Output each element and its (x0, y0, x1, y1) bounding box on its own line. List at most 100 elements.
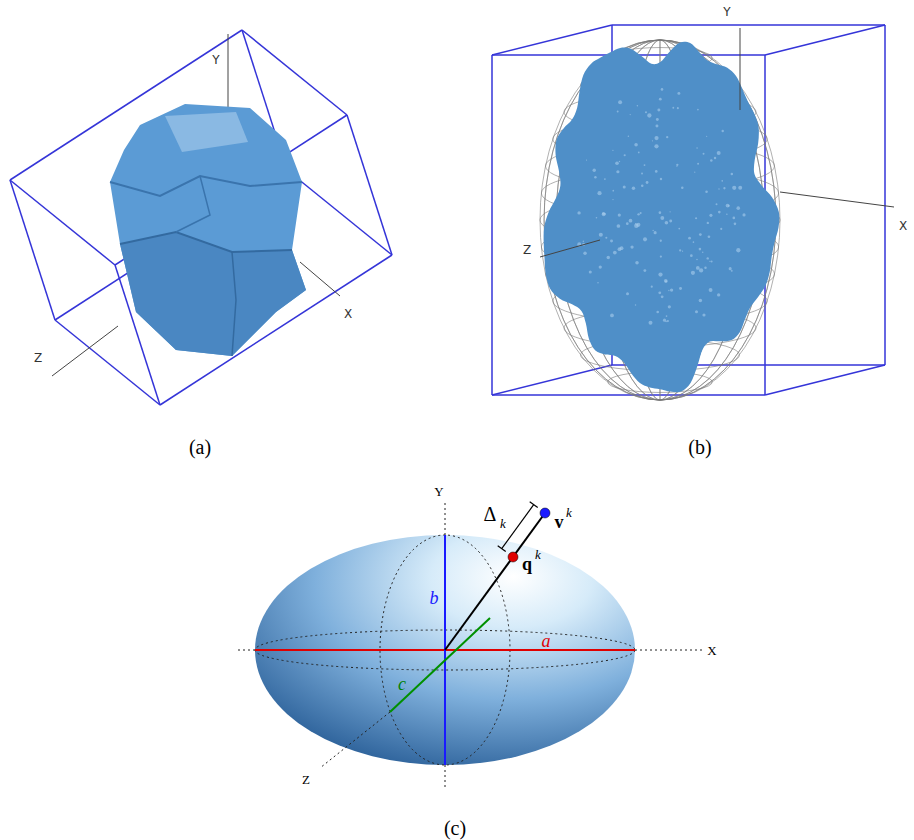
rock-speckle (657, 109, 660, 112)
box-edge (347, 115, 392, 255)
rock-speckle (679, 287, 682, 290)
rock-speckle (731, 173, 734, 176)
axis-label: Y (434, 485, 443, 498)
semi-axis-c (390, 618, 490, 712)
rock-speckle (699, 248, 702, 251)
rock-speckle (734, 223, 737, 226)
rock-speckle (659, 211, 662, 214)
rock-speckle (736, 248, 740, 252)
rock-speckle (669, 220, 672, 223)
rock-speckle (717, 151, 721, 155)
x-axis (780, 192, 894, 207)
rock-speckle (641, 173, 643, 175)
rock-speckle (583, 240, 585, 242)
rock-speckle (742, 213, 745, 216)
rock-speckle (694, 172, 695, 173)
axis-label: Z (302, 773, 310, 786)
rock-speckle (638, 152, 640, 154)
rock-speckle (617, 224, 621, 228)
rock-speckle (596, 217, 598, 219)
rock-speckle (677, 92, 680, 95)
rock-speckle (655, 125, 658, 128)
box-edge (765, 25, 885, 55)
rock-speckle (722, 130, 724, 132)
rock-speckle (652, 230, 653, 231)
rock-speckle (656, 311, 659, 314)
rock-speckle (720, 228, 722, 230)
axis-label: Z (34, 352, 42, 364)
rock-speckle (635, 304, 636, 305)
rock (544, 42, 780, 393)
rock-speckle (656, 118, 659, 121)
rock-facet (120, 232, 306, 356)
rock-speckle (624, 154, 626, 156)
rock-speckle (604, 178, 606, 180)
box-edge (765, 365, 885, 395)
rock-speckle (636, 223, 640, 227)
rock-speckle (583, 252, 587, 256)
rock-speckle (663, 319, 666, 322)
rock-speckle (630, 114, 631, 115)
rock-speckle (658, 272, 662, 276)
rock-speckle (731, 270, 733, 272)
rock-facet (165, 112, 248, 152)
rock-speckle (661, 88, 664, 91)
rock-speckle (605, 237, 607, 239)
rock-speckle (666, 136, 668, 138)
rock-speckle (610, 240, 613, 243)
rock-speckle (660, 255, 662, 257)
box-edge (55, 320, 160, 405)
rock-speckle (721, 180, 723, 182)
rock-speckle (704, 267, 707, 270)
box-edge (491, 55, 493, 395)
rock-speckle (632, 187, 635, 190)
subscript: k (500, 517, 506, 530)
rock-speckle (589, 270, 592, 273)
rock-speckle (696, 147, 697, 148)
rock-speckle (617, 111, 619, 113)
rock-speckle (669, 211, 670, 212)
rock-speckle (647, 113, 651, 117)
rock-speckle (637, 213, 639, 215)
rock-edge (232, 252, 236, 356)
z-axis-dotted (320, 712, 390, 768)
box-edge (612, 24, 885, 26)
panel-label: (b) (688, 437, 711, 457)
bracket-line (502, 505, 534, 549)
rock-edge (120, 232, 292, 252)
rock-speckle (610, 314, 614, 318)
rock-speckle (602, 212, 606, 216)
rock-speckle (707, 257, 709, 259)
rock-speckle (651, 286, 653, 288)
rock-speckle (628, 136, 629, 137)
rock-speckle (688, 237, 691, 240)
rock-speckle (732, 217, 735, 220)
rock-speckle (612, 150, 613, 151)
wire-line (540, 40, 780, 400)
rock-speckle (690, 254, 693, 257)
rock-speckle (667, 320, 669, 322)
superscript: k (566, 506, 572, 519)
rock-speckle (594, 176, 596, 178)
rock-speckle (711, 260, 713, 262)
x-axis-dotted (635, 650, 702, 651)
rock-speckle (665, 280, 667, 282)
rock-speckle (637, 105, 638, 106)
axis-label: Y (723, 6, 730, 18)
rock-speckle (664, 279, 668, 283)
rock-speckle (728, 205, 730, 207)
bracket-tick (498, 546, 506, 552)
rock-speckle (676, 164, 678, 166)
rock-speckle (623, 185, 626, 188)
box-edge (492, 25, 612, 55)
rock-speckle (599, 233, 603, 237)
rock-speckle (660, 240, 662, 242)
rock-speckle (693, 241, 695, 243)
bracket-tick (530, 502, 538, 508)
panel-label: (a) (189, 437, 211, 457)
rock-speckle (619, 161, 620, 162)
rock-speckle (696, 266, 700, 270)
rock-speckle (630, 245, 633, 248)
rock-speckle (691, 271, 695, 275)
